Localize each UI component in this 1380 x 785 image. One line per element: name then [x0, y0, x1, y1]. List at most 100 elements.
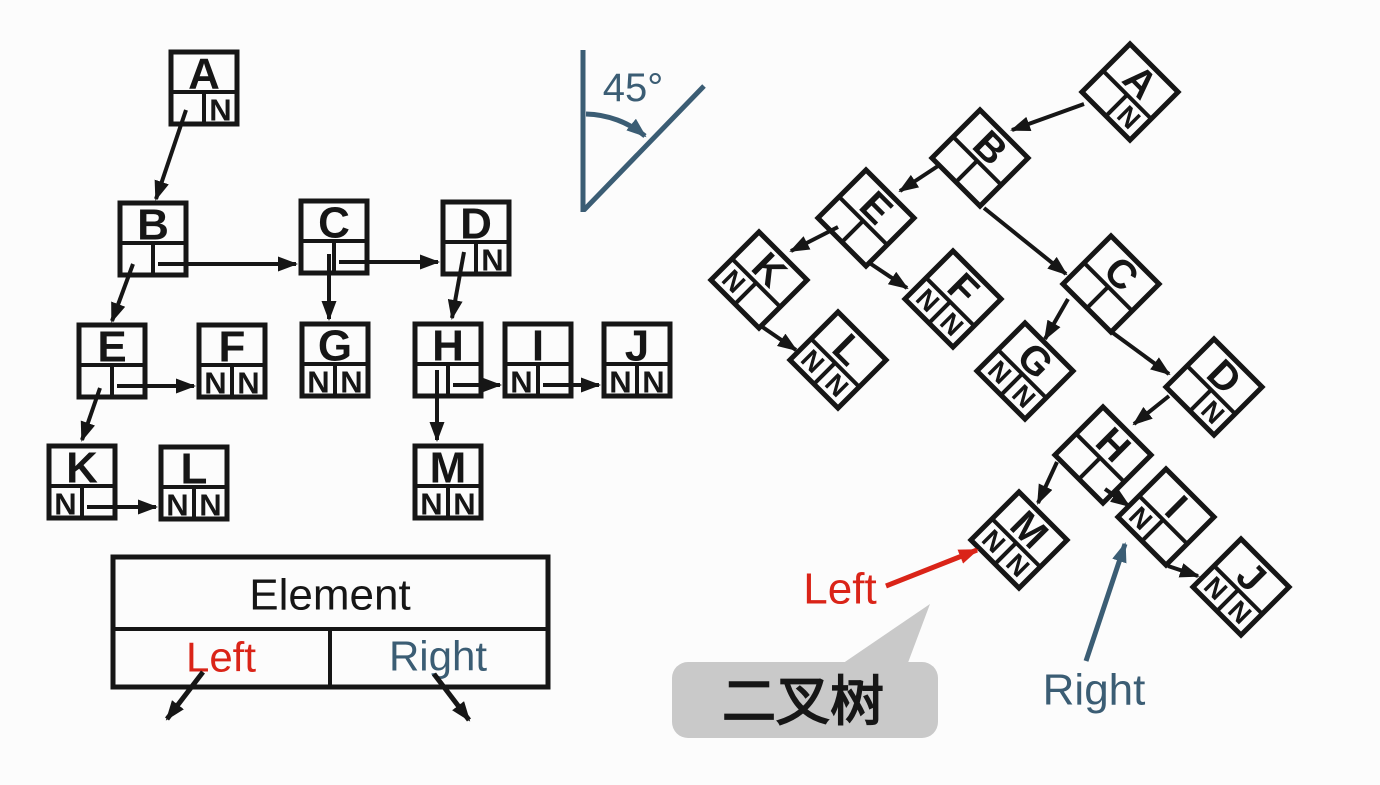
pointer-arrow-K-L	[759, 324, 798, 352]
cell-divider	[1140, 518, 1165, 543]
list-node-I: IN	[502, 321, 574, 400]
node-label: H	[432, 322, 464, 371]
left-null-marker: N	[166, 488, 188, 523]
node-divider	[1101, 69, 1153, 121]
tree-node-D: DN	[1162, 335, 1266, 439]
pointer-arrow-B-E	[898, 164, 940, 193]
pointer-arrow-C-D	[1111, 331, 1171, 376]
node-divider	[1074, 432, 1126, 484]
tree-node-B: B	[928, 106, 1032, 210]
cell-divider	[999, 372, 1024, 397]
tree-node-M: MNN	[967, 488, 1071, 592]
tree-node-L: LNN	[786, 308, 890, 412]
legend-right-arrow	[432, 672, 471, 722]
node-label: E	[97, 323, 126, 372]
angle-value-label: 45°	[603, 66, 664, 110]
callout-left-arrow	[885, 547, 979, 589]
node-label: C	[318, 199, 350, 248]
pointer-arrow-B-E	[110, 263, 135, 323]
left-null-marker: N	[204, 366, 226, 401]
tree-node-J: JNN	[1189, 535, 1293, 639]
node-label: L	[181, 445, 208, 494]
right-null-marker: N	[209, 93, 231, 128]
cell-divider	[812, 361, 837, 386]
list-node-E: E	[76, 322, 148, 400]
cell-divider	[1188, 388, 1213, 413]
caption-bubble: 二叉树	[672, 604, 938, 738]
pointer-arrow-D-H	[447, 251, 466, 320]
right-null-marker: N	[453, 487, 475, 522]
list-node-C: C	[298, 198, 370, 276]
list-node-D: DN	[440, 199, 512, 278]
node-label: G	[318, 322, 352, 371]
node-label: B	[137, 201, 169, 250]
tree-node-G: GNN	[973, 319, 1077, 423]
pointer-arrow-H-M	[1036, 461, 1059, 505]
pointer-arrow-H-I	[1103, 487, 1131, 508]
cell-divider	[1104, 93, 1129, 118]
tree-node-C: C	[1059, 232, 1163, 336]
list-node-B: B	[117, 200, 189, 278]
node-label: I	[532, 322, 544, 371]
pointer-arrow-A-B	[1010, 102, 1085, 132]
cell-divider	[927, 300, 952, 325]
bubble-body	[672, 662, 938, 738]
tree-node-E: E	[814, 166, 918, 270]
right-null-marker: N	[237, 366, 259, 401]
bubble-caption: 二叉树	[722, 669, 884, 733]
legend-left-arrow	[165, 670, 205, 721]
list-node-H: H	[412, 321, 484, 399]
pointer-arrow-I-J	[1167, 563, 1200, 578]
node-label: J	[625, 322, 649, 371]
cell-divider	[993, 541, 1018, 566]
node-label: M	[430, 444, 467, 493]
list-node-A: AN	[168, 49, 240, 128]
tree-node-A: AN	[1078, 40, 1182, 144]
node-label: F	[219, 323, 246, 372]
legend-right-label: Right	[389, 633, 487, 680]
tree-node-F: FNN	[901, 247, 1005, 351]
cell-divider	[733, 281, 758, 306]
right-null-marker: N	[642, 365, 664, 400]
node-label: A	[188, 50, 220, 99]
cell-divider	[954, 159, 979, 184]
pointer-arrow-A-B	[154, 109, 188, 201]
pointer-arrow-B-C	[982, 206, 1068, 276]
pointer-arrow-E-F	[866, 260, 909, 290]
right-null-marker: N	[340, 365, 362, 400]
angle-figure: 45°	[580, 50, 706, 212]
node-divider	[1185, 364, 1237, 416]
node-label: K	[66, 444, 98, 493]
left-null-marker: N	[307, 365, 329, 400]
node-label: I	[1156, 488, 1195, 527]
cell-divider	[840, 219, 865, 244]
callout-right-label: Right	[1043, 666, 1146, 715]
legend-element-label: Element	[249, 571, 410, 620]
node-divider	[1137, 494, 1189, 546]
tree-node-I: IN	[1114, 465, 1218, 569]
right-null-marker: N	[481, 243, 503, 278]
left-null-marker: N	[420, 487, 442, 522]
bubble-tail	[836, 604, 930, 668]
angle-diagonal-line	[582, 84, 706, 212]
tree-node-K: KN	[707, 228, 811, 332]
right-null-marker: N	[199, 488, 221, 523]
left-null-marker: N	[609, 365, 631, 400]
cell-divider	[1077, 456, 1102, 481]
node-label: D	[460, 200, 492, 249]
angle-arc-arrow	[585, 111, 647, 138]
left-null-marker: N	[510, 365, 532, 400]
legend-left-label: Left	[186, 634, 256, 681]
cell-divider	[1085, 285, 1110, 310]
cell-divider	[1215, 588, 1240, 613]
pointer-arrow-D-H	[1132, 394, 1171, 426]
pointer-arrow-C-G	[1043, 298, 1070, 341]
